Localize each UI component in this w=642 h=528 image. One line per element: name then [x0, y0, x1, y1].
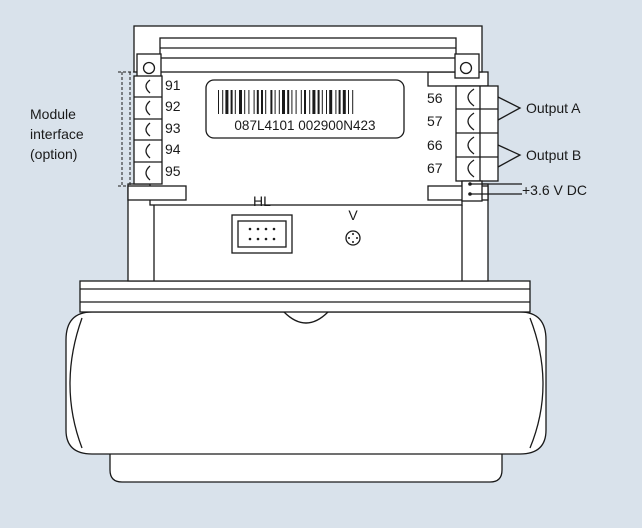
barcode-bar — [312, 90, 316, 114]
svg-text:interface: interface — [30, 126, 84, 142]
terminal-91: 91 — [165, 77, 181, 93]
barcode-bar — [295, 90, 297, 114]
barcode-bar — [253, 90, 255, 114]
right-terminal-numbers: 56 57 66 67 — [427, 90, 443, 176]
output-a-bracket — [497, 96, 522, 121]
terminal-66: 66 — [427, 137, 443, 153]
barcode-bar — [230, 90, 233, 114]
barcode-bar — [300, 90, 302, 114]
v-label: V — [348, 207, 358, 223]
barcode-bar — [244, 90, 246, 114]
optional-module-dashed — [118, 71, 134, 187]
dc-leads — [468, 182, 522, 196]
barcode-bar — [222, 90, 224, 114]
barcode-bar — [261, 90, 263, 114]
terminal-92: 92 — [165, 98, 181, 114]
barcode-bar — [239, 90, 242, 114]
hl-connector-inner — [237, 220, 287, 248]
dc-terminal — [461, 180, 483, 202]
terminal-95: 95 — [165, 163, 181, 179]
barcode-bar — [309, 90, 311, 114]
barcode-bar — [248, 90, 250, 114]
barcode-bar — [270, 90, 273, 114]
svg-text:Module: Module — [30, 106, 76, 122]
barcode-bar — [291, 90, 293, 114]
terminal-94: 94 — [165, 141, 181, 157]
right-terminal-lines — [456, 108, 498, 158]
barcode-bar — [278, 90, 280, 114]
barcode-bar — [326, 90, 327, 114]
barcode-bar — [342, 90, 346, 114]
barcode-bar — [274, 90, 276, 114]
barcode-bar — [335, 90, 337, 114]
left-terminal-lines — [134, 96, 162, 163]
barcode-bar — [265, 90, 267, 114]
right-screw — [459, 61, 473, 75]
barcode-bar — [225, 90, 229, 114]
hl-label: HL — [253, 193, 271, 209]
barcode-bar — [317, 90, 320, 114]
svg-text:(option): (option) — [30, 146, 77, 162]
barcode-bar — [352, 90, 354, 114]
drum-left-cap — [69, 317, 83, 449]
output-b-label: Output B — [526, 147, 581, 163]
module-interface-label: Module interface (option) — [30, 106, 84, 162]
barcode-bar — [256, 90, 259, 114]
upper-band — [79, 280, 531, 313]
barcode-bar — [218, 90, 219, 114]
right-terminal-clamps — [467, 88, 475, 178]
barcode-text: 087L4101 002900N423 — [234, 118, 375, 133]
barcode-bar — [304, 90, 306, 114]
barcode — [218, 90, 354, 114]
hl-pins — [248, 227, 276, 241]
terminal-67: 67 — [427, 160, 443, 176]
terminal-56: 56 — [427, 90, 443, 106]
barcode-bar — [338, 90, 341, 114]
drum-right-cap — [529, 317, 544, 449]
output-a-label: Output A — [526, 100, 581, 116]
left-terminal-clamps — [145, 79, 151, 181]
terminal-57: 57 — [427, 113, 443, 129]
left-terminal-block — [133, 75, 163, 185]
barcode-bar — [348, 90, 349, 114]
barcode-bar — [282, 90, 285, 114]
drum-notch — [283, 311, 329, 324]
barcode-bar — [234, 90, 236, 114]
left-flange — [127, 185, 187, 201]
battery-drum — [65, 311, 547, 455]
barcode-bar — [321, 90, 323, 114]
v-pins — [348, 233, 358, 243]
barcode-bar — [329, 90, 333, 114]
dc-label: +3.6 V DC — [522, 182, 587, 198]
output-b-bracket — [497, 144, 522, 168]
terminal-93: 93 — [165, 120, 181, 136]
barcode-bar — [287, 90, 290, 114]
v-connector — [345, 230, 361, 246]
left-terminal-numbers: 91 92 93 94 95 — [165, 77, 181, 179]
left-screw — [142, 61, 156, 75]
